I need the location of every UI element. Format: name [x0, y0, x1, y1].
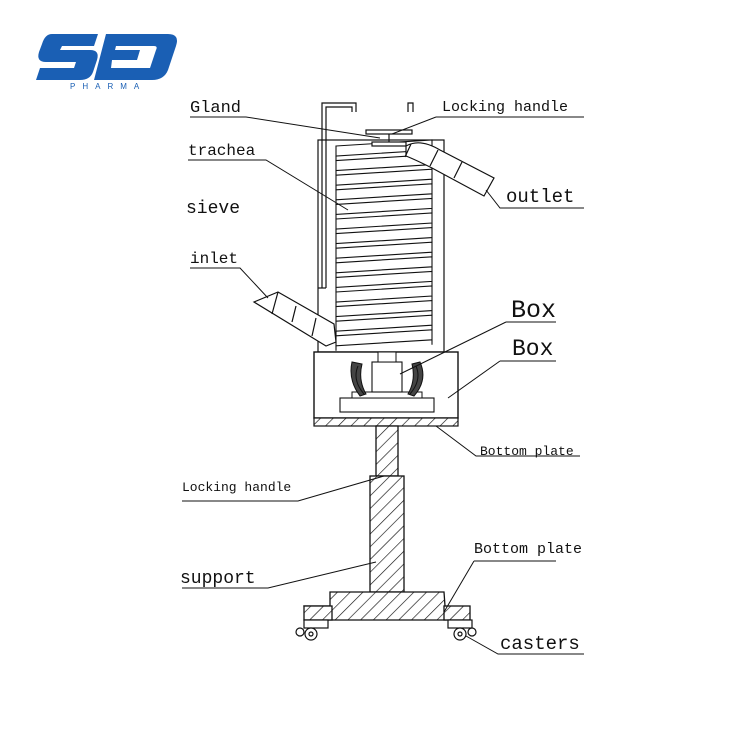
trachea-coil	[335, 197, 433, 215]
trachea-coil	[335, 329, 433, 347]
caster-right	[447, 619, 477, 641]
trachea-coil-edge	[335, 339, 433, 351]
trachea-coil	[335, 270, 433, 288]
trachea-coil	[335, 227, 433, 245]
label-box-1: Box	[511, 296, 557, 325]
trachea-coil	[335, 168, 433, 186]
label-outlet: outlet	[506, 186, 575, 208]
caster-left	[295, 619, 329, 641]
label-bottom-plate-1: Bottom plate	[480, 444, 574, 459]
trachea-coil	[335, 183, 433, 201]
box	[313, 351, 459, 427]
trachea-coil	[335, 212, 433, 230]
leader-lines	[182, 116, 584, 655]
trachea-spiral	[335, 139, 433, 351]
label-gland: Gland	[190, 99, 242, 118]
inlet-pipe	[252, 291, 337, 347]
label-trachea: trachea	[188, 142, 256, 160]
trachea-coil	[335, 300, 433, 318]
support-column	[303, 425, 471, 621]
trachea-coil	[335, 256, 433, 274]
brand-subtitle: PHARMA	[70, 82, 147, 91]
trachea-coil	[335, 314, 433, 332]
outlet-pipe	[404, 142, 495, 197]
label-casters: casters	[500, 633, 580, 655]
label-sieve: sieve	[186, 199, 241, 219]
brand-logo	[36, 34, 177, 80]
trachea-coil	[335, 241, 433, 259]
gland	[365, 129, 413, 147]
label-support: support	[180, 569, 256, 589]
label-box-2: Box	[512, 336, 554, 362]
label-locking-handle-top: Locking handle	[442, 99, 569, 116]
trachea-coil	[335, 285, 433, 303]
label-inlet: inlet	[190, 250, 239, 268]
label-bottom-plate-2: Bottom plate	[474, 541, 583, 558]
label-locking-handle-mid: Locking handle	[182, 480, 292, 495]
